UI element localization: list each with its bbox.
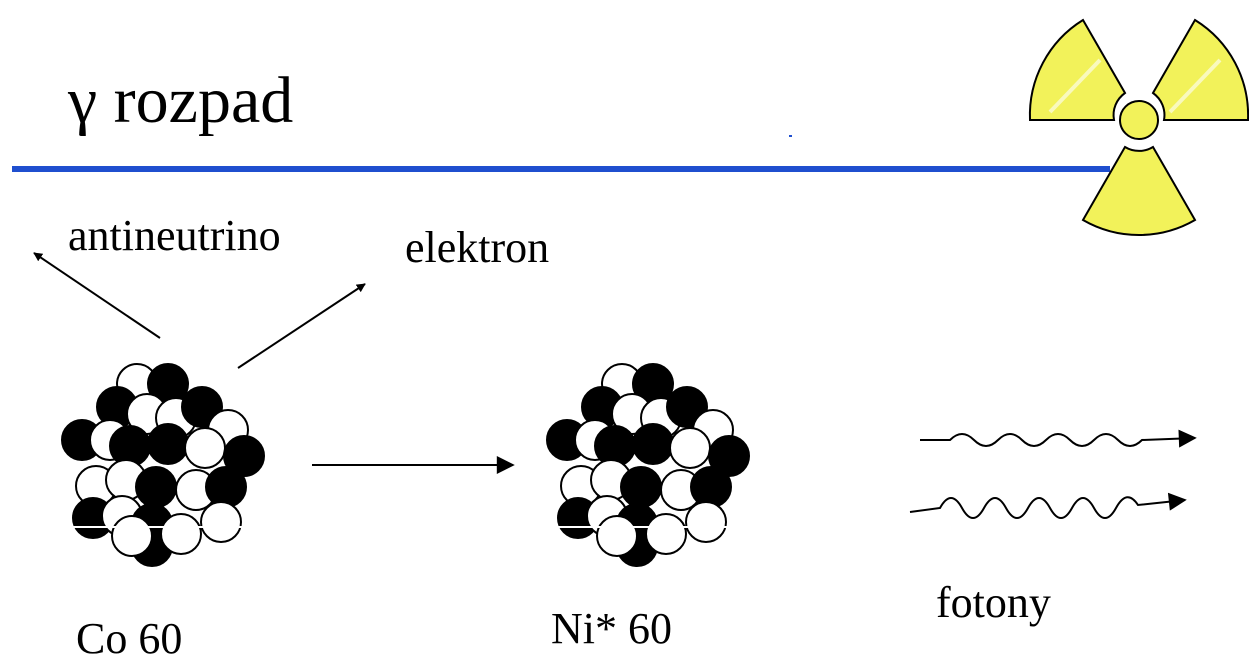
page-title: γ rozpad (67, 64, 293, 137)
cobalt-nucleus (61, 363, 265, 567)
label-electron: elektron (405, 223, 549, 272)
radiation-trefoil-icon (1028, 18, 1249, 237)
stray-dot (789, 135, 792, 137)
label-antineutrino: antineutrino (68, 211, 281, 260)
photon-wave-1 (920, 429, 1197, 448)
label-daughter-nucleus: Ni* 60 (551, 604, 672, 653)
label-photons: fotony (936, 578, 1051, 627)
label-parent-nucleus: Co 60 (76, 614, 182, 662)
antineutrino-arrow (33, 252, 161, 339)
electron-arrow (237, 283, 366, 369)
nickel-nucleus (546, 363, 750, 567)
photon-wave-2 (909, 492, 1187, 519)
